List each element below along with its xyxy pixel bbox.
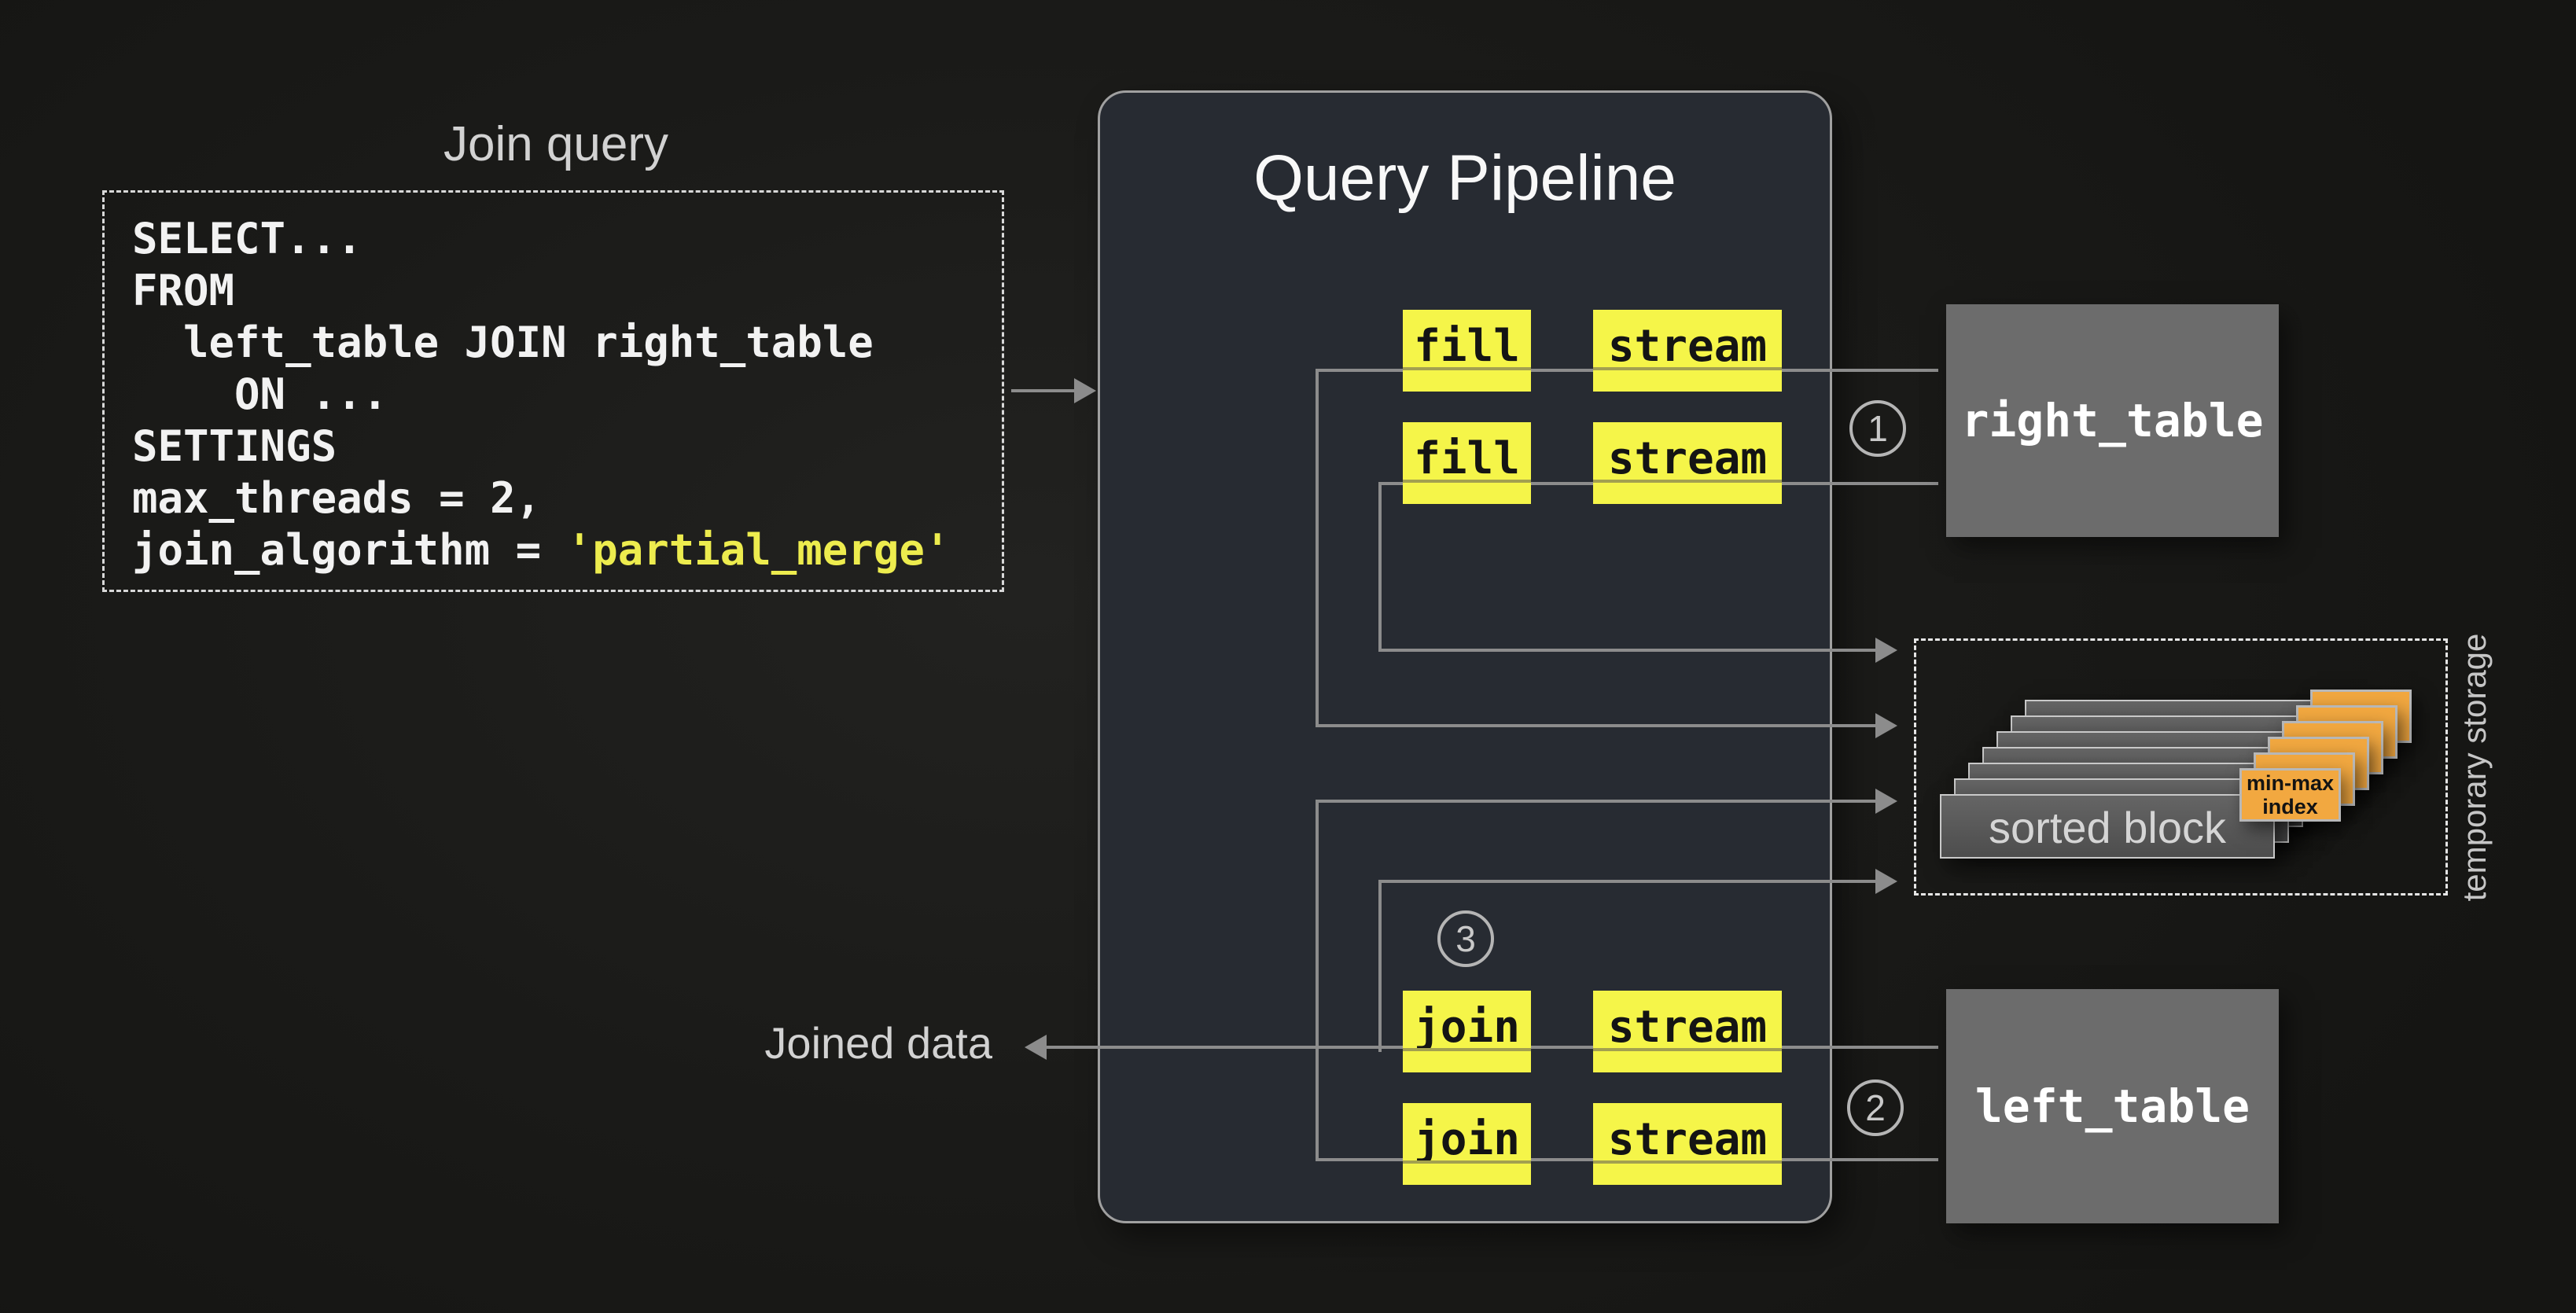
connector-line-to-temp-storage-4 bbox=[1378, 880, 1875, 883]
input-arrowhead-icon bbox=[1074, 378, 1096, 403]
temp-storage-arrowhead-icon bbox=[1875, 789, 1897, 814]
joined-data-arrowhead-icon bbox=[1025, 1035, 1047, 1060]
sql-code-fragment: join_algorithm = bbox=[132, 525, 567, 575]
sql-code-line: max_threads = 2, bbox=[132, 473, 542, 523]
sql-code: SELECT... FROM left_table JOIN right_tab… bbox=[132, 213, 950, 576]
stream-box: stream bbox=[1593, 1103, 1782, 1185]
connector-riser-fill1 bbox=[1316, 369, 1319, 727]
right-table-box: right_table bbox=[1946, 304, 2279, 537]
join-box: join bbox=[1403, 991, 1531, 1072]
connector-line-to-temp-storage-1 bbox=[1378, 649, 1875, 652]
fill-box: fill bbox=[1403, 310, 1531, 392]
sql-code-line: join_algorithm = 'partial_merge' bbox=[132, 524, 950, 576]
left-table-box: left_table bbox=[1946, 989, 2279, 1223]
step-badge-1: 1 bbox=[1849, 400, 1906, 457]
minmax-index-label-line2: index bbox=[2262, 795, 2318, 818]
connector-line-input bbox=[1011, 389, 1076, 392]
step-badge-3: 3 bbox=[1437, 910, 1494, 967]
sql-code-line: SELECT... bbox=[132, 214, 362, 263]
minmax-index-label-line1: min-max bbox=[2246, 771, 2335, 795]
connector-riser-fill2 bbox=[1378, 482, 1382, 652]
step-badge-2: 2 bbox=[1847, 1079, 1904, 1136]
join-box: join bbox=[1403, 1103, 1531, 1185]
stream-box: stream bbox=[1593, 422, 1782, 504]
join-query-label: Join query bbox=[443, 117, 669, 171]
sorted-block-bar-front: sorted block bbox=[1940, 794, 2275, 859]
minmax-index-tag-front: min-max index bbox=[2239, 768, 2341, 822]
left-table-label: left_table bbox=[1974, 1079, 2250, 1133]
temp-storage-arrowhead-icon bbox=[1875, 638, 1897, 663]
connector-riser-join2 bbox=[1316, 800, 1319, 1161]
sql-code-line: left_table JOIN right_table bbox=[132, 318, 874, 367]
pipeline-title: Query Pipeline bbox=[1253, 142, 1676, 214]
stream-box: stream bbox=[1593, 310, 1782, 392]
connector-line-to-temp-storage-3 bbox=[1316, 800, 1875, 803]
fill-box: fill bbox=[1403, 422, 1531, 504]
sorted-block-label: sorted block bbox=[1989, 803, 2226, 852]
right-table-label: right_table bbox=[1961, 394, 2264, 447]
temporary-storage-label: temporary storage bbox=[2456, 633, 2493, 902]
joined-data-label: Joined data bbox=[764, 1018, 992, 1068]
sql-code-line: FROM bbox=[132, 266, 235, 315]
sql-code-line: SETTINGS bbox=[132, 421, 337, 471]
sql-query-box: SELECT... FROM left_table JOIN right_tab… bbox=[102, 190, 1004, 592]
connector-line-to-temp-storage-2 bbox=[1316, 724, 1875, 727]
sql-code-line: ON ... bbox=[132, 370, 388, 419]
temp-storage-arrowhead-icon bbox=[1875, 869, 1897, 894]
connector-riser-join1 bbox=[1378, 880, 1382, 1052]
sql-string-literal: 'partial_merge' bbox=[566, 525, 951, 575]
temporary-storage-box bbox=[1914, 638, 2448, 896]
temp-storage-arrowhead-icon bbox=[1875, 713, 1897, 738]
stream-box: stream bbox=[1593, 991, 1782, 1072]
